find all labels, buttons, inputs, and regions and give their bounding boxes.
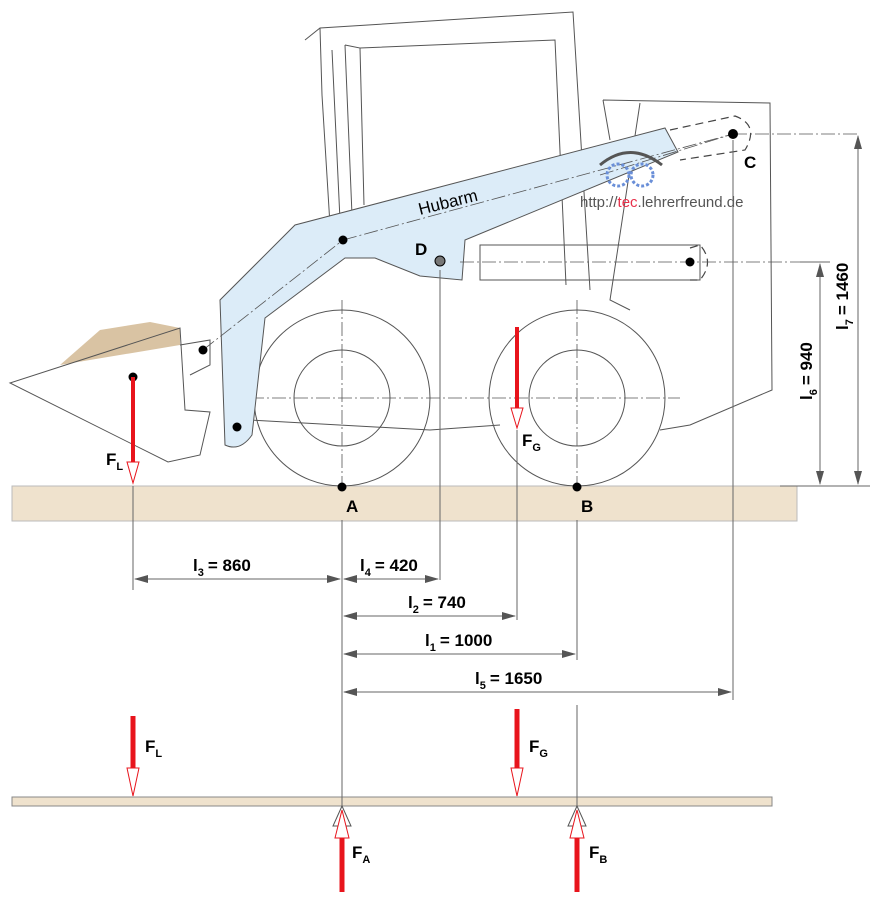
force-fa: FA (334, 809, 370, 892)
force-fb: FB (569, 809, 607, 892)
svg-text:l6= 940: l6= 940 (797, 342, 820, 400)
watermark-url: http://tec.lehrerfreund.de (580, 194, 743, 211)
svg-text:l5= 1650: l5= 1650 (475, 669, 542, 692)
dimension-l1: l1= 1000 (343, 631, 576, 658)
svg-text:FG: FG (522, 431, 541, 454)
bucket (8, 322, 211, 463)
ground (11, 485, 798, 522)
joint-points (128, 129, 738, 492)
dimension-l6: l6= 940 (797, 263, 824, 485)
svg-text:l3= 860: l3= 860 (193, 556, 251, 579)
point-d-label: D (415, 240, 427, 259)
dimension-l5: l5= 1650 (343, 669, 732, 696)
point-b-label: B (581, 497, 593, 516)
force-fl-lower: FL (126, 716, 162, 797)
dimension-l4: l4= 420 (343, 556, 439, 583)
svg-text:l2= 740: l2= 740 (408, 593, 466, 616)
force-fg-lower: FG (510, 709, 548, 797)
force-fl-upper: FL (106, 377, 140, 485)
point-c-label: C (744, 153, 756, 172)
dimension-l2: l2= 740 (343, 593, 516, 620)
watermark-logo: http://tec.lehrerfreund.de (580, 151, 743, 211)
svg-text:FG: FG (529, 737, 548, 760)
svg-text:l1= 1000: l1= 1000 (425, 631, 492, 654)
free-body-beam (11, 796, 773, 807)
svg-text:FA: FA (352, 843, 370, 866)
svg-text:l4= 420: l4= 420 (360, 556, 418, 579)
dimension-l7: l7= 1460 (833, 135, 862, 485)
svg-text:FL: FL (145, 737, 162, 760)
svg-text:FB: FB (589, 843, 607, 866)
extension-lines (132, 140, 870, 710)
svg-text:FL: FL (106, 450, 123, 473)
dimension-l3: l3= 860 (134, 556, 341, 583)
point-a-label: A (346, 497, 358, 516)
force-fg-upper: FG (510, 327, 541, 454)
svg-text:l7= 1460: l7= 1460 (833, 263, 856, 330)
lift-arm-hubarm (219, 127, 679, 448)
